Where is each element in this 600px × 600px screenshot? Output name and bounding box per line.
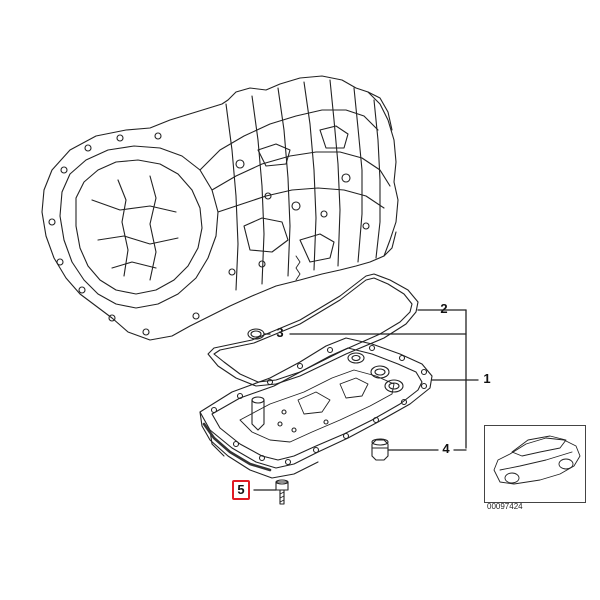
drain-plug	[371, 438, 389, 461]
oil-pan-gasket	[207, 273, 419, 387]
leader-lines	[253, 309, 479, 491]
callout-4: 4	[442, 441, 450, 456]
car-thumbnail	[493, 435, 581, 485]
thumbnail-frame	[484, 425, 586, 503]
transmission-housing	[41, 75, 399, 341]
diagram-reference-number: 00097424	[487, 502, 523, 511]
callout-1: 1	[483, 371, 491, 386]
callout-2: 2	[440, 301, 448, 316]
o-ring-seal	[247, 328, 265, 340]
pan-bolt	[275, 479, 289, 505]
callout-5-highlighted: 5	[232, 480, 250, 500]
oil-pan	[199, 337, 433, 479]
